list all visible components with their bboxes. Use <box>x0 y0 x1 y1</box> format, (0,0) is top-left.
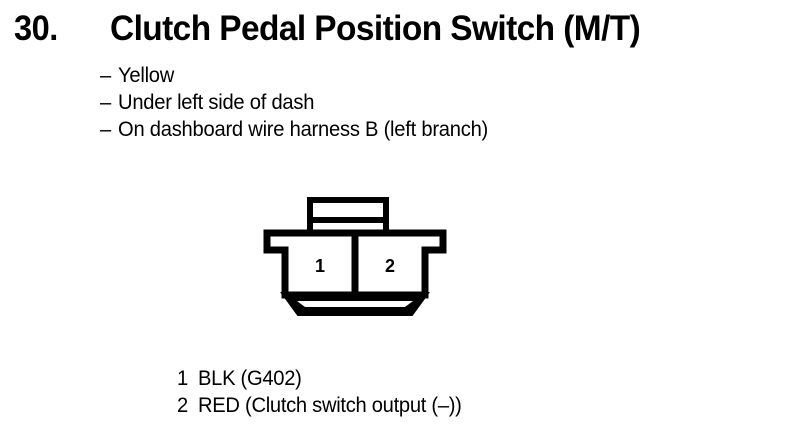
pin-legend: 1 BLK (G402) 2 RED (Clutch switch output… <box>177 365 777 419</box>
detail-item-color: – Yellow <box>100 62 700 89</box>
connector-drawing: 1 2 <box>263 197 447 316</box>
connector-pin-2-label: 2 <box>385 256 395 276</box>
legend-pin-description: RED (Clutch switch output (–)) <box>198 394 462 417</box>
detail-item-harness: – On dashboard wire harness B (left bran… <box>100 116 700 143</box>
detail-item-location: – Under left side of dash <box>100 89 700 116</box>
legend-pin-number: 1 <box>177 367 189 390</box>
connector-pin-1-label: 1 <box>315 256 325 276</box>
legend-row: 1 BLK (G402) <box>177 365 777 392</box>
connector-bottom-flange <box>280 292 430 316</box>
legend-row: 2 RED (Clutch switch output (–)) <box>177 392 777 419</box>
legend-pin-number: 2 <box>177 394 189 417</box>
legend-pin-description: BLK (G402) <box>198 367 302 390</box>
detail-item-label: Under left side of dash <box>118 91 315 114</box>
connector-lock-tab-icon <box>307 197 389 236</box>
connector-diagram: 1 2 <box>255 193 455 323</box>
dash-bullet-icon: – <box>100 118 112 141</box>
detail-list: – Yellow – Under left side of dash – On … <box>100 62 700 143</box>
dash-bullet-icon: – <box>100 64 112 87</box>
detail-item-label: On dashboard wire harness B (left branch… <box>118 118 489 141</box>
page-header: 30. Clutch Pedal Position Switch (M/T) <box>0 6 800 56</box>
detail-item-label: Yellow <box>118 64 175 87</box>
page-title: Clutch Pedal Position Switch (M/T) <box>110 9 641 48</box>
dash-bullet-icon: – <box>100 91 112 114</box>
section-number: 30. <box>14 9 58 48</box>
